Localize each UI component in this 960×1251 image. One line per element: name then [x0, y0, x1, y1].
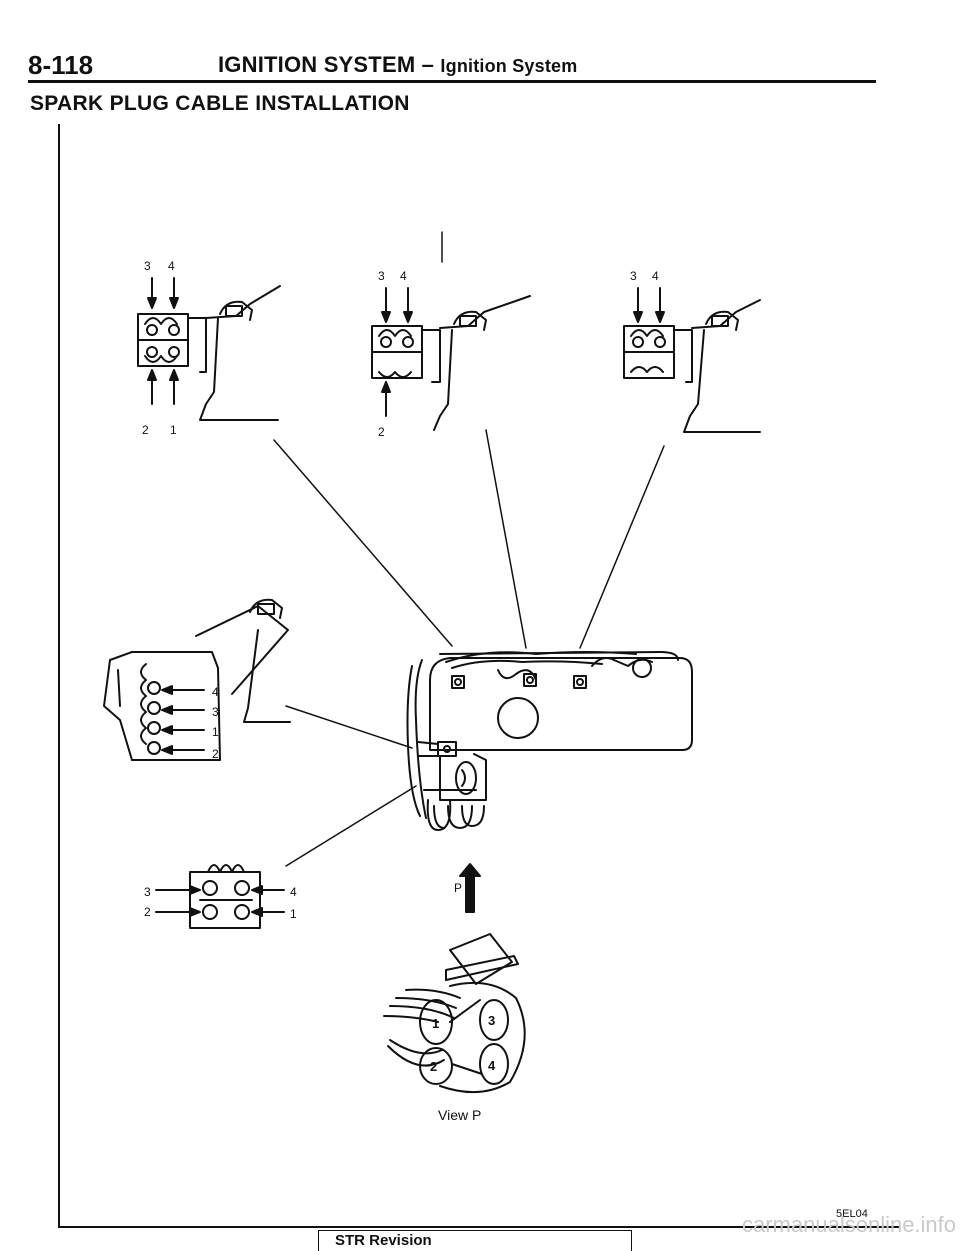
label-1: 1: [212, 725, 219, 739]
detail-mid-left: 4 3 1 2: [103, 598, 291, 761]
label-3: 3: [144, 885, 151, 899]
figure-code: 5EL04: [836, 1208, 868, 1220]
label-4: 4: [400, 269, 407, 283]
arrow-label: P: [454, 881, 462, 895]
detail-top-center: 3 4 2: [371, 231, 531, 439]
label-1: 1: [290, 907, 297, 921]
header-dash: –: [421, 52, 435, 77]
frame-left-rule: [58, 124, 60, 1228]
terminal-3: 3: [488, 1013, 495, 1028]
distributor-view: 1 3 2 4 View P: [383, 933, 526, 1123]
label-4: 4: [212, 685, 219, 699]
page-number: 8-118: [28, 50, 94, 80]
label-4: 4: [290, 885, 297, 899]
label-3: 3: [378, 269, 385, 283]
label-4: 4: [652, 269, 659, 283]
label-3: 3: [144, 259, 151, 273]
view-caption: View P: [438, 1107, 481, 1123]
page-header-title: IGNITION SYSTEM – Ignition System: [218, 52, 577, 78]
detail-top-left: 3 4 2 1: [137, 259, 281, 437]
label-2: 2: [378, 425, 385, 439]
detail-lower-left: 3 2 4 1: [144, 864, 297, 929]
label-2: 2: [212, 747, 219, 761]
footer-revision-label: STR Revision: [335, 1232, 432, 1249]
label-2: 2: [142, 423, 149, 437]
section-title: SPARK PLUG CABLE INSTALLATION: [30, 92, 410, 115]
label-1: 1: [170, 423, 177, 437]
detail-top-right: 3 4: [623, 269, 761, 433]
footer-revision-box: STR Revision: [318, 1230, 632, 1251]
view-arrow-p: P: [454, 863, 481, 913]
header-title: IGNITION SYSTEM: [218, 52, 416, 77]
label-3: 3: [212, 705, 219, 719]
terminal-2: 2: [430, 1059, 437, 1074]
watermark: carmanualsonline.info: [742, 1212, 957, 1237]
frame-bottom-rule: [58, 1226, 900, 1228]
terminal-4: 4: [488, 1058, 496, 1073]
terminal-1: 1: [432, 1016, 439, 1031]
header-rule: [28, 80, 876, 83]
engine-assembly: [406, 651, 693, 831]
label-2: 2: [144, 905, 151, 919]
label-4: 4: [168, 259, 175, 273]
header-subtitle: Ignition System: [440, 56, 578, 76]
label-3: 3: [630, 269, 637, 283]
leader-lines: [273, 429, 665, 867]
